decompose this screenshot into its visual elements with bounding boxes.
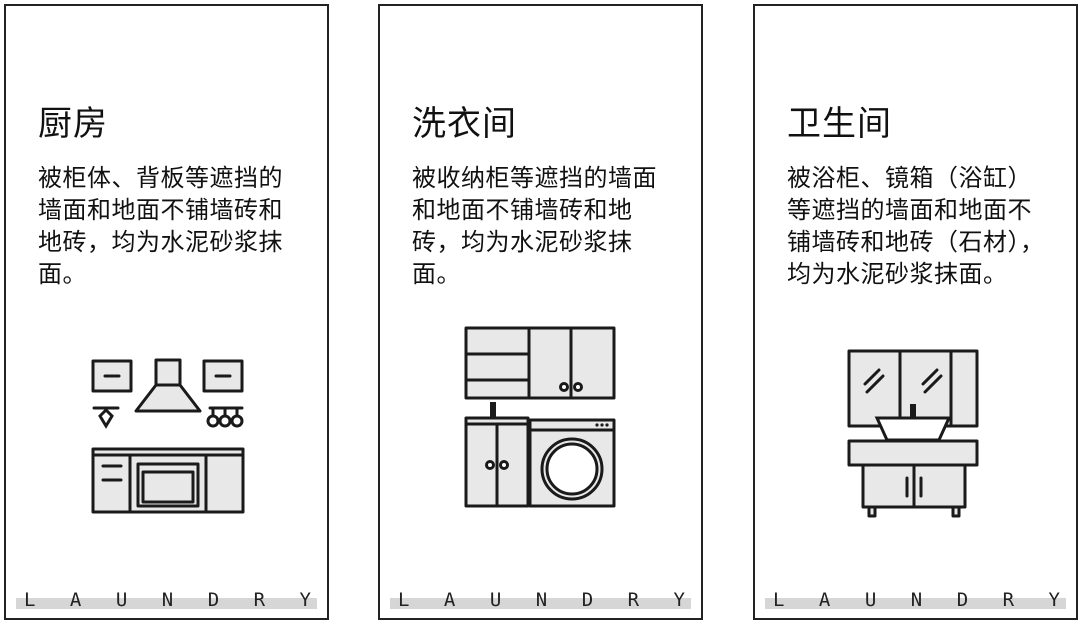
footer-letter: Y: [673, 589, 685, 611]
footer-letter: D: [581, 589, 594, 611]
card-title: 厨房: [38, 104, 108, 144]
card-description: 被柜体、背板等遮挡的墙面和地面不铺墙砖和地砖，均为水泥砂浆抹面。: [38, 164, 283, 288]
footer-letter: N: [910, 589, 923, 611]
footer-letters: L A U N D R Y: [390, 589, 691, 611]
footer-letter: A: [443, 589, 456, 611]
footer-letter: R: [253, 589, 266, 611]
laundry-room-icon: [464, 326, 616, 508]
card-description: 被收纳柜等遮挡的墙面和地面不铺墙砖和地砖，均为水泥砂浆抹面。: [412, 164, 657, 288]
footer-letter: Y: [299, 589, 311, 611]
footer-letter: A: [818, 589, 831, 611]
footer-letter: A: [69, 589, 82, 611]
footer-strip: [16, 598, 317, 609]
footer-letter: N: [535, 589, 548, 611]
footer-letter: N: [161, 589, 174, 611]
footer-laundry: L A U N D R Y: [765, 589, 1066, 616]
footer-strip: [765, 598, 1066, 609]
card-laundry-room: 洗衣间 被收纳柜等遮挡的墙面和地面不铺墙砖和地砖，均为水泥砂浆抹面。 L A U: [378, 4, 703, 620]
card-kitchen: 厨房 被柜体、背板等遮挡的墙面和地面不铺墙砖和地砖，均为水泥砂浆抹面。: [4, 4, 329, 620]
footer-letter: R: [1002, 589, 1015, 611]
footer-letter: D: [956, 589, 969, 611]
footer-letters: L A U N D R Y: [16, 589, 317, 611]
footer-letter: L: [398, 589, 410, 611]
footer-letter: U: [115, 589, 128, 611]
card-description: 被浴柜、镜箱（浴缸）等遮挡的墙面和地面不铺墙砖和地砖（石材），均为水泥砂浆抹面。: [787, 164, 1045, 288]
footer-laundry: L A U N D R Y: [390, 589, 691, 616]
footer-letter: Y: [1048, 589, 1060, 611]
kitchen-icon: [91, 358, 245, 514]
footer-letter: R: [627, 589, 640, 611]
bathroom-icon: [847, 349, 979, 518]
footer-letters: L A U N D R Y: [765, 589, 1066, 611]
card-bathroom: 卫生间 被浴柜、镜箱（浴缸）等遮挡的墙面和地面不铺墙砖和地砖（石材），均为水泥砂…: [753, 4, 1078, 620]
footer-laundry: L A U N D R Y: [16, 589, 317, 616]
footer-strip: [390, 598, 691, 609]
card-title: 洗衣间: [412, 104, 517, 144]
footer-letter: L: [773, 589, 785, 611]
footer-letter: U: [489, 589, 502, 611]
card-title: 卫生间: [787, 104, 892, 144]
footer-letter: U: [864, 589, 877, 611]
footer-letter: D: [207, 589, 220, 611]
footer-letter: L: [24, 589, 36, 611]
